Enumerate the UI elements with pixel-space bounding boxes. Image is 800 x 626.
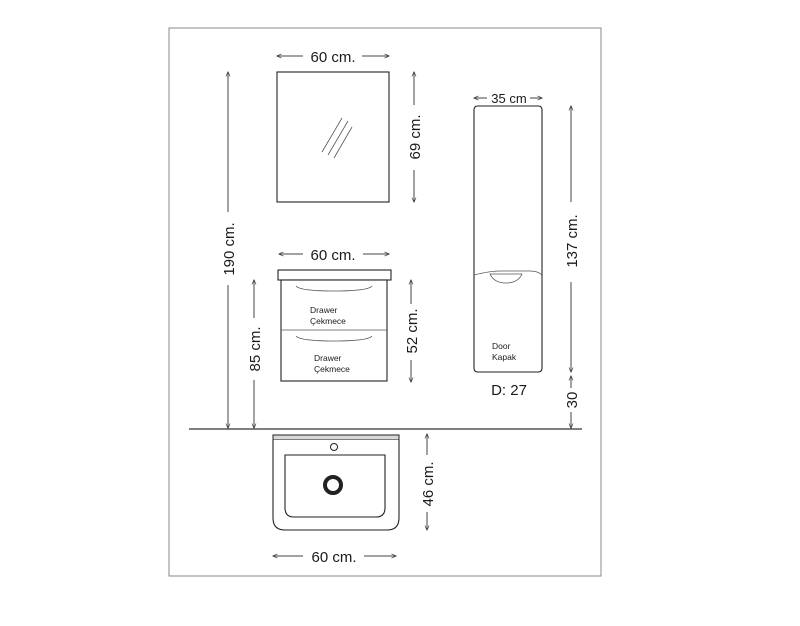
tall-height-label: 137 cm. (564, 214, 581, 267)
drawer-top-label-en: Drawer (310, 305, 338, 315)
mirror-height-dimension: 69 cm. (407, 72, 424, 202)
basin-depth-dimension: 46 cm. (420, 434, 437, 530)
outer-frame (168, 27, 602, 577)
tall-depth-label: D: 27 (491, 382, 527, 399)
tall-floor-height-label: 30 (564, 392, 581, 409)
tall-floor-dimension: 30 (564, 376, 581, 428)
tall-height-dimension: 137 cm. (564, 106, 581, 372)
basin-depth-label: 46 cm. (420, 461, 437, 506)
drawer-bottom-label-en: Drawer (314, 353, 342, 363)
total-height-dimension: 190 cm. (221, 72, 238, 428)
door-label-tr: Kapak (492, 352, 517, 362)
door-label-en: Door (492, 341, 511, 351)
cabinet-width-label: 60 cm. (310, 247, 355, 264)
mirror-height-label: 69 cm. (407, 114, 424, 159)
mirror-width-dimension: 60 cm. (277, 49, 389, 66)
basin-top-view (272, 434, 400, 531)
tall-width-dimension: 35 cm (474, 91, 542, 106)
floor-height-label: 85 cm. (247, 326, 264, 371)
drawer-bottom-label-tr: Çekmece (314, 364, 350, 374)
vanity-cabinet: Drawer Çekmece Drawer Çekmece (277, 269, 392, 382)
basin-width-label: 60 cm. (311, 549, 356, 566)
mirror-width-label: 60 cm. (310, 49, 355, 66)
cabinet-width-dimension: 60 cm. (279, 247, 389, 264)
mirror (276, 71, 390, 203)
cabinet-height-label: 52 cm. (404, 308, 421, 353)
total-height-label: 190 cm. (221, 222, 238, 275)
drawer-top-label-tr: Çekmece (310, 316, 346, 326)
cabinet-height-dimension: 52 cm. (404, 280, 421, 382)
tall-cabinet: Door Kapak (473, 105, 543, 373)
floor-height-dimension: 85 cm. (247, 280, 264, 428)
basin-width-dimension: 60 cm. (273, 549, 396, 566)
tall-width-label: 35 cm (491, 91, 526, 106)
